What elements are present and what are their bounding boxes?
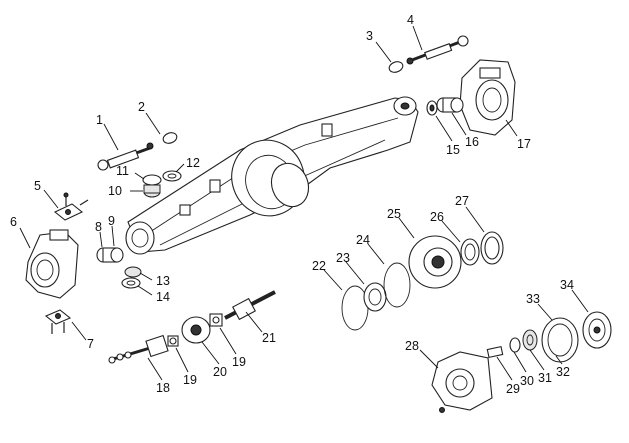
callout-9: 9 xyxy=(108,214,115,228)
wheel-hub-25 xyxy=(408,235,462,289)
tie-rod-right xyxy=(388,35,469,73)
king-pin-cap-lower xyxy=(44,309,72,334)
cap-34 xyxy=(582,311,612,349)
callout-6: 6 xyxy=(10,215,17,229)
spacer-29 xyxy=(486,345,504,359)
callout-15: 15 xyxy=(446,143,460,157)
callout-16: 16 xyxy=(465,135,479,149)
seal-15 xyxy=(426,100,438,116)
cv-joint-20 xyxy=(181,316,211,344)
callout-4: 4 xyxy=(407,13,414,27)
steering-knuckle-left xyxy=(25,229,79,299)
callout-26: 26 xyxy=(430,210,444,224)
callout-18: 18 xyxy=(156,381,170,395)
bushing-8 xyxy=(96,247,124,263)
king-pin-cap-upper xyxy=(53,192,89,221)
ring-27 xyxy=(480,231,504,265)
hub-carrier-28 xyxy=(431,351,493,413)
drum-32-33 xyxy=(541,317,579,363)
callout-25: 25 xyxy=(387,207,401,221)
callout-21: 21 xyxy=(262,331,276,345)
callout-5: 5 xyxy=(34,179,41,193)
callout-14: 14 xyxy=(156,290,170,304)
callout-12: 12 xyxy=(186,156,200,170)
callout-8: 8 xyxy=(95,220,102,234)
callout-2: 2 xyxy=(138,100,145,114)
callout-10: 10 xyxy=(108,184,122,198)
callout-30: 30 xyxy=(520,374,534,388)
bushing-16 xyxy=(436,97,464,113)
axle-housing xyxy=(125,96,419,255)
callout-29: 29 xyxy=(506,382,520,396)
seal-26 xyxy=(460,238,480,266)
callout-33: 33 xyxy=(526,292,540,306)
u-joint-19b xyxy=(209,313,223,327)
u-joint-19a xyxy=(167,335,179,347)
callout-labels: 1 2 3 4 5 6 7 8 9 10 11 12 13 14 15 16 1… xyxy=(10,13,574,396)
callout-3: 3 xyxy=(366,29,373,43)
washer-12 xyxy=(162,170,182,182)
seals-10-11 xyxy=(142,174,162,198)
seal-13 xyxy=(124,266,142,278)
callout-22: 22 xyxy=(312,259,326,273)
steering-knuckle-right xyxy=(459,59,516,136)
bearing-23 xyxy=(363,282,387,312)
drive-shaft-inner-18 xyxy=(108,334,169,364)
callout-20: 20 xyxy=(213,365,227,379)
bearing-30-31 xyxy=(509,329,538,353)
callout-32: 32 xyxy=(556,365,570,379)
leader-lines xyxy=(19,25,589,381)
o-ring-24 xyxy=(383,262,411,308)
callout-27: 27 xyxy=(455,194,469,208)
axle-shaft-21 xyxy=(224,290,276,321)
callout-19a: 19 xyxy=(183,373,197,387)
callout-13: 13 xyxy=(156,274,170,288)
callout-17: 17 xyxy=(517,137,531,151)
washer-14 xyxy=(121,277,141,289)
callout-19b: 19 xyxy=(232,355,246,369)
callout-28: 28 xyxy=(405,339,419,353)
callout-31: 31 xyxy=(538,371,552,385)
callout-1: 1 xyxy=(96,113,103,127)
callout-34: 34 xyxy=(560,278,574,292)
callout-7: 7 xyxy=(87,337,94,351)
callout-24: 24 xyxy=(356,233,370,247)
callout-23: 23 xyxy=(336,251,350,265)
tie-rod-left xyxy=(97,132,178,171)
callout-11: 11 xyxy=(116,164,129,178)
